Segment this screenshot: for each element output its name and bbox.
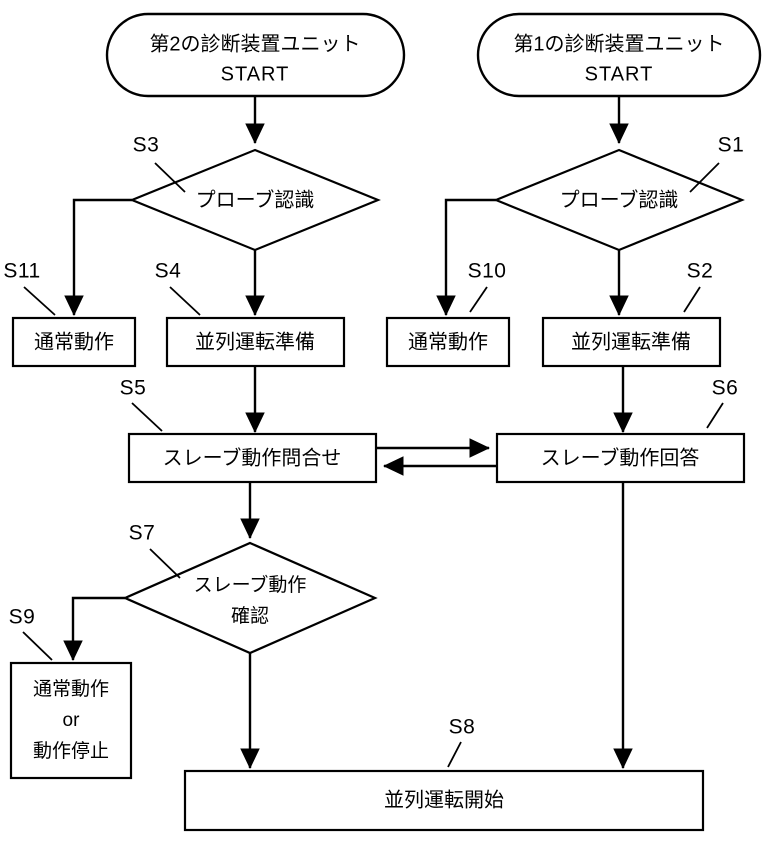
process-s6-shape — [495, 432, 746, 484]
process-s4-shape — [165, 316, 346, 368]
decision-s7-line2: 確認 — [231, 605, 269, 627]
process-s2: 並列運転準備 — [541, 316, 722, 368]
decision-s7: スレーブ動作 確認 — [122, 541, 378, 655]
process-s10-label: 通常動作 — [408, 330, 488, 353]
decision-s3: プローブ認識 — [129, 148, 381, 252]
step-tag-s8: S8 — [449, 716, 476, 739]
leader-s4 — [169, 286, 201, 316]
decision-s7-shape — [122, 541, 378, 655]
step-tag-s4: S4 — [155, 260, 182, 283]
terminator-start-unit1: 第1の診断装置ユニット START — [476, 12, 762, 98]
step-tag-s7: S7 — [129, 522, 156, 545]
leader-s9 — [22, 631, 53, 661]
leader-s7 — [149, 548, 181, 579]
decision-s1: プローブ認識 — [493, 148, 745, 252]
process-s4: 並列運転準備 — [165, 316, 346, 368]
process-s11-shape — [11, 316, 137, 368]
terminator-start-unit2-line2: START — [221, 63, 290, 85]
step-tag-s1: S1 — [718, 134, 745, 157]
step-tag-s5: S5 — [120, 377, 147, 400]
connector-s1-to-s10 — [436, 198, 496, 316]
step-tag-s2: S2 — [687, 260, 714, 283]
process-s9-shape — [9, 661, 133, 780]
leader-s10 — [469, 286, 488, 313]
decision-s1-label: プローブ認識 — [560, 187, 679, 211]
terminator-start-unit1-line2: START — [585, 63, 654, 85]
process-s10: 通常動作 — [385, 316, 511, 368]
step-tag-s11: S11 — [3, 260, 40, 283]
process-s2-label: 並列運転準備 — [571, 330, 691, 353]
process-s9-line1: 通常動作 — [33, 678, 109, 700]
process-s5-label: スレーブ動作問合せ — [163, 445, 342, 469]
step-tag-s6: S6 — [712, 377, 739, 400]
connector-s7-to-s9 — [63, 596, 125, 661]
process-s5: スレーブ動作問合せ — [127, 432, 378, 484]
process-s8: 並列運転開始 — [183, 769, 705, 832]
leader-s2 — [683, 286, 701, 313]
process-s9: 通常動作 or 動作停止 — [9, 661, 133, 780]
step-tag-s10: S10 — [468, 260, 507, 283]
step-tag-s9: S9 — [9, 606, 36, 629]
process-s5-shape — [127, 432, 378, 484]
process-s9-line3: 動作停止 — [33, 740, 109, 762]
leader-s5 — [131, 402, 163, 432]
process-s8-shape — [183, 769, 705, 832]
process-s2-shape — [541, 316, 722, 368]
process-s9-line2: or — [63, 710, 81, 731]
process-s6-label: スレーブ動作回答 — [541, 445, 700, 469]
decision-s7-line1: スレーブ動作 — [194, 573, 307, 596]
terminator-start-unit2: 第2の診断装置ユニット START — [105, 12, 406, 98]
terminator-start-unit1-line1: 第1の診断装置ユニット — [513, 32, 724, 55]
leader-s3 — [154, 162, 186, 193]
process-s11-label: 通常動作 — [34, 330, 114, 353]
process-s4-label: 並列運転準備 — [195, 330, 315, 353]
decision-s3-label: プローブ認識 — [196, 187, 315, 211]
leader-s11 — [23, 286, 56, 316]
terminator-start-unit2-line1: 第2の診断装置ユニット — [149, 32, 360, 55]
leader-s1 — [689, 162, 720, 193]
process-s6: スレーブ動作回答 — [495, 432, 746, 484]
process-s11: 通常動作 — [11, 316, 137, 368]
connector-s3-to-s11 — [64, 198, 132, 316]
leader-s8 — [447, 741, 462, 768]
process-s10-shape — [385, 316, 511, 368]
leader-s6 — [706, 402, 724, 429]
process-s8-label: 並列運転開始 — [384, 788, 504, 811]
step-tag-s3: S3 — [133, 134, 160, 157]
